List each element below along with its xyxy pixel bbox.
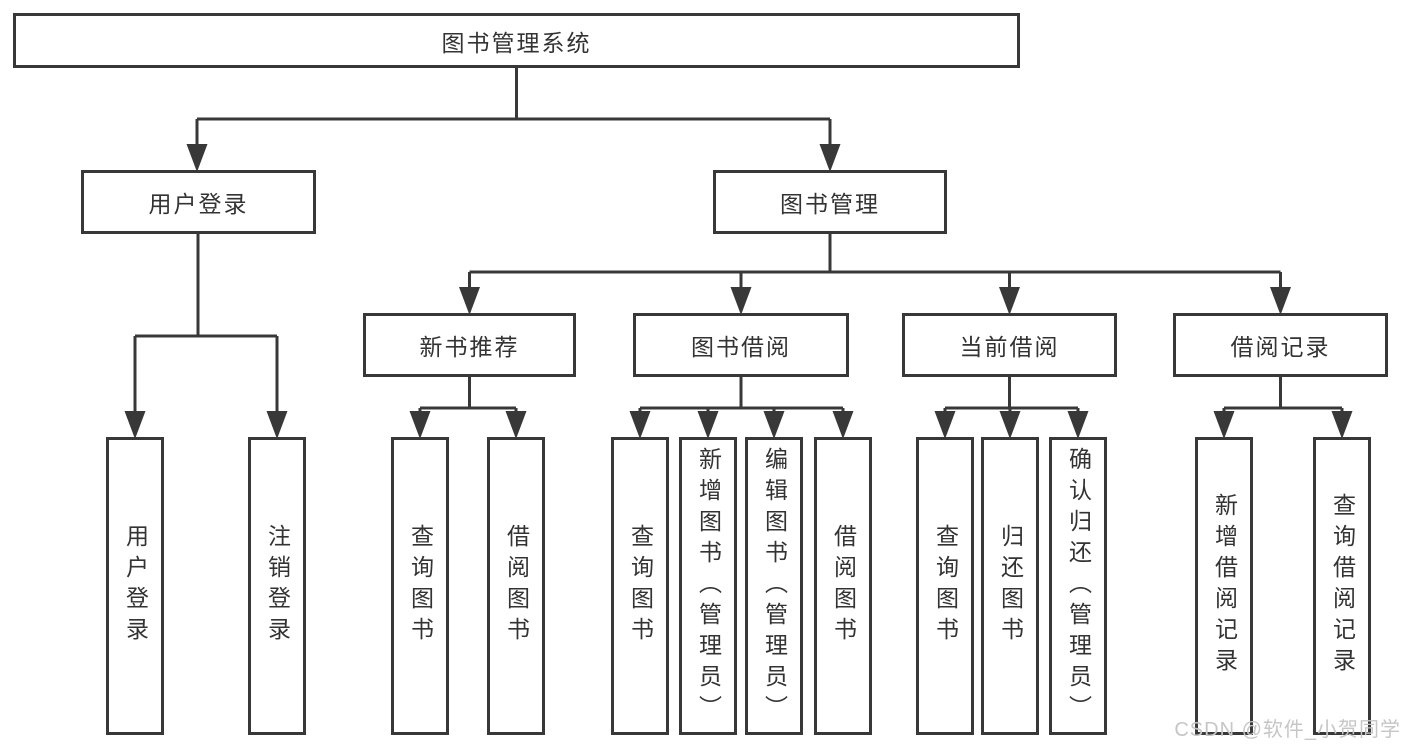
leaf-query-books-recommend: 查询图书 bbox=[391, 437, 449, 735]
leaf-add-borrow-record: 新增借阅记录 bbox=[1195, 437, 1253, 735]
leaf-label: 注销登录 bbox=[264, 524, 291, 648]
node-book-management: 图书管理 bbox=[713, 170, 947, 234]
node-label: 图书管理 bbox=[780, 191, 880, 217]
leaf-query-borrow-record: 查询借阅记录 bbox=[1313, 437, 1371, 735]
leaf-label: 用户登录 bbox=[122, 524, 149, 648]
leaf-query-books-current: 查询图书 bbox=[916, 437, 974, 735]
leaf-query-books-borrow: 查询图书 bbox=[611, 437, 669, 735]
node-book-borrow: 图书借阅 bbox=[633, 313, 849, 377]
node-user-login: 用户登录 bbox=[81, 170, 316, 234]
node-label: 当前借阅 bbox=[959, 334, 1060, 360]
leaf-confirm-return-admin: 确认归还（管理员） bbox=[1049, 437, 1107, 735]
leaf-label: 查询借阅记录 bbox=[1329, 493, 1356, 679]
node-current-borrow: 当前借阅 bbox=[902, 313, 1117, 377]
node-borrow-records: 借阅记录 bbox=[1173, 313, 1388, 377]
node-library-system: 图书管理系统 bbox=[13, 13, 1020, 68]
node-label: 图书管理系统 bbox=[441, 29, 592, 56]
node-label: 借阅记录 bbox=[1230, 334, 1331, 360]
leaf-borrow-books: 借阅图书 bbox=[814, 437, 872, 735]
leaf-return-books: 归还图书 bbox=[981, 437, 1039, 735]
leaf-edit-books-admin: 编辑图书（管理员） bbox=[745, 437, 803, 735]
leaf-logout: 注销登录 bbox=[248, 437, 306, 735]
node-new-book-recommend: 新书推荐 bbox=[363, 313, 576, 377]
leaf-borrow-books-recommend: 借阅图书 bbox=[487, 437, 545, 735]
leaf-label: 确认归还（管理员） bbox=[1065, 446, 1092, 726]
leaf-label: 借阅图书 bbox=[830, 524, 857, 648]
leaf-label: 新增图书（管理员） bbox=[695, 446, 722, 726]
node-label: 用户登录 bbox=[148, 191, 249, 217]
leaf-label: 查询图书 bbox=[932, 524, 959, 648]
leaf-label: 查询图书 bbox=[407, 524, 434, 648]
leaf-user-login: 用户登录 bbox=[106, 437, 164, 735]
csdn-watermark: CSDN @软件_小贺同学 bbox=[1174, 719, 1401, 741]
leaf-label: 新增借阅记录 bbox=[1211, 493, 1238, 679]
node-label: 图书借阅 bbox=[691, 334, 791, 360]
leaf-label: 借阅图书 bbox=[503, 524, 530, 648]
leaf-add-books-admin: 新增图书（管理员） bbox=[679, 437, 737, 735]
leaf-label: 编辑图书（管理员） bbox=[761, 446, 788, 726]
leaf-label: 归还图书 bbox=[997, 524, 1024, 648]
leaf-label: 查询图书 bbox=[627, 524, 654, 648]
node-label: 新书推荐 bbox=[419, 334, 520, 360]
